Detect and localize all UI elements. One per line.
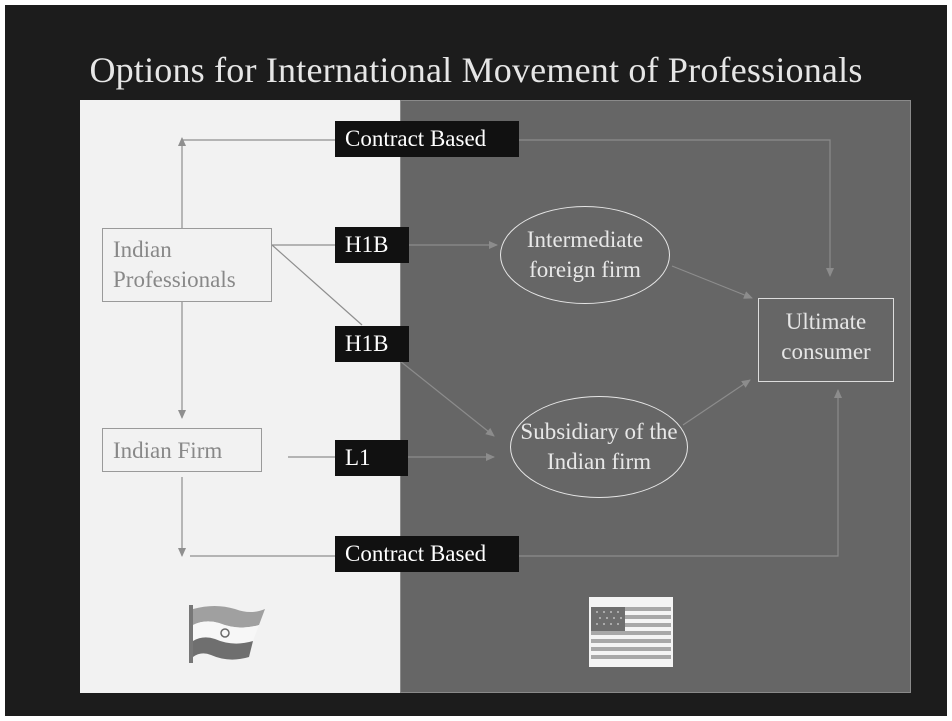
indian-firm-label: Indian Firm xyxy=(113,438,223,463)
us-flag-icon xyxy=(589,597,673,672)
indian-professionals-label: Indian Professionals xyxy=(113,237,236,292)
l1-tag: L1 xyxy=(335,440,408,476)
subsidiary-label: Subsidiary of the Indian firm xyxy=(520,419,678,474)
h1b-tag-1: H1B xyxy=(335,227,409,263)
india-panel xyxy=(80,100,400,693)
top-contract-line-right xyxy=(519,139,834,277)
ultimate-consumer-label: Ultimate consumer xyxy=(781,309,871,364)
intermediate-foreign-firm-label: Intermediate foreign firm xyxy=(526,227,644,282)
bottom-contract-line-right xyxy=(519,389,842,557)
contract-based-bottom-tag: Contract Based xyxy=(335,536,519,572)
indian-firm-box: Indian Firm xyxy=(102,428,262,472)
indian-flag-icon xyxy=(187,603,269,670)
usa-panel xyxy=(400,100,911,693)
h1b2-to-subsidiary-arrow xyxy=(399,360,495,437)
prof-to-h1b2-line xyxy=(271,244,363,326)
ultimate-consumer-box: Ultimate consumer xyxy=(758,298,894,382)
h1b-tag-2: H1B xyxy=(335,326,409,362)
slide-title: Options for International Movement of Pr… xyxy=(89,50,863,90)
intermediate-to-consumer-arrow xyxy=(671,265,753,299)
subsidiary-node: Subsidiary of the Indian firm xyxy=(510,396,688,498)
subsidiary-to-consumer-arrow xyxy=(682,379,751,426)
intermediate-foreign-firm-node: Intermediate foreign firm xyxy=(500,206,670,304)
contract-based-top-tag: Contract Based xyxy=(335,121,519,157)
indian-professionals-box: Indian Professionals xyxy=(102,228,272,302)
